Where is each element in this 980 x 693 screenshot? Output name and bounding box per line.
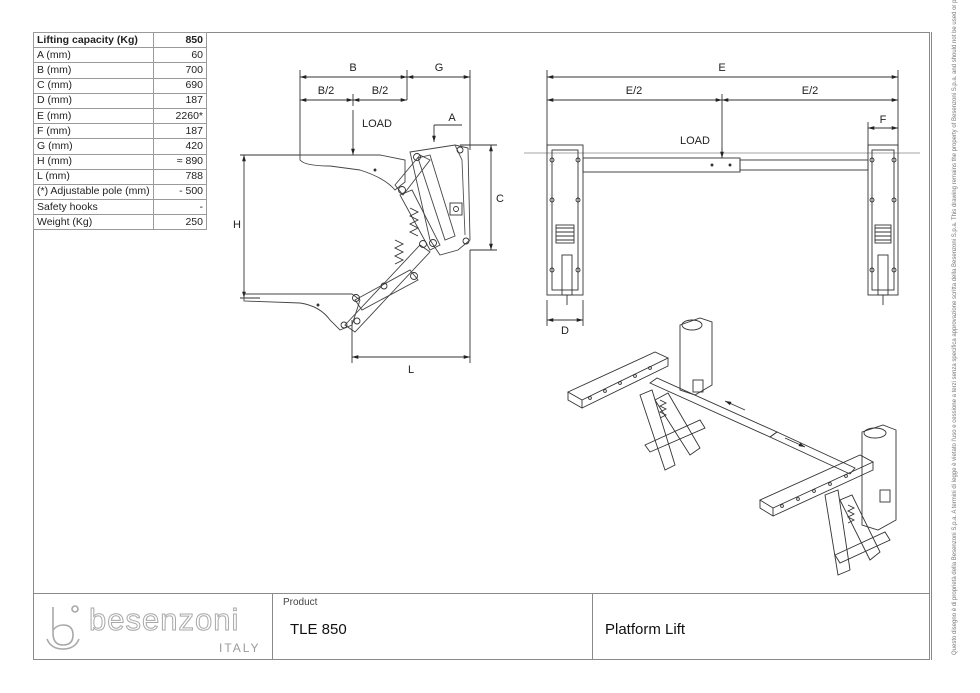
spec-row: (*) Adjustable pole (mm)- 500 <box>33 183 208 201</box>
dim-b: B <box>349 62 356 74</box>
spec-label: H (mm) <box>33 153 154 170</box>
dim-g: G <box>435 62 444 74</box>
side-view <box>240 70 497 363</box>
product-description: Platform Lift <box>605 621 686 638</box>
spec-row: G (mm)420 <box>33 138 208 155</box>
spec-value: 250 <box>152 214 208 231</box>
load-label-front: LOAD <box>680 135 710 147</box>
technical-drawing: B B/2 B/2 G A LOAD C H L <box>233 62 920 576</box>
product-label: Product <box>283 597 318 608</box>
front-view-labels: E E/2 E/2 F LOAD D <box>561 62 887 337</box>
spec-row: F (mm)187 <box>33 123 208 140</box>
spec-row: B (mm)700 <box>33 62 208 79</box>
spec-row: H (mm)≈ 890 <box>33 153 208 170</box>
front-view <box>524 70 920 326</box>
drawing-frame <box>33 32 930 660</box>
dim-b-half-2: B/2 <box>372 85 389 97</box>
spec-row: D (mm)187 <box>33 92 208 109</box>
spec-value: 420 <box>152 138 208 155</box>
side-view-labels: B B/2 B/2 G A LOAD C H L <box>233 62 504 376</box>
dim-a: A <box>448 112 456 124</box>
dim-e-half-1: E/2 <box>626 85 643 97</box>
brand-logo: besenzoni <box>88 602 240 638</box>
dim-h: H <box>233 219 241 231</box>
product-name: TLE 850 <box>290 621 347 638</box>
spec-value: 187 <box>152 123 208 140</box>
spec-label: Weight (Kg) <box>33 214 154 231</box>
spec-row: L (mm)788 <box>33 168 208 185</box>
dim-f: F <box>880 114 887 126</box>
spec-label: (*) Adjustable pole (mm) <box>33 183 154 201</box>
spec-row: Safety hooks- <box>33 199 208 216</box>
spec-row: A (mm)60 <box>33 47 208 64</box>
dim-b-half-1: B/2 <box>318 85 335 97</box>
dim-e: E <box>718 62 725 74</box>
spec-value: 850 <box>152 31 208 49</box>
dim-l: L <box>408 364 414 376</box>
copyright-strip <box>931 32 948 660</box>
dim-e-half-2: E/2 <box>802 85 819 97</box>
spec-row: Weight (Kg)250 <box>33 214 208 231</box>
title-block-divider <box>272 594 273 660</box>
spec-value: 788 <box>152 168 208 185</box>
spec-value: ≈ 890 <box>152 153 208 170</box>
load-label-side: LOAD <box>362 118 392 130</box>
dim-c: C <box>496 193 504 205</box>
anchor-logo-icon <box>46 605 80 650</box>
isometric-view <box>567 317 897 576</box>
spec-label: F (mm) <box>33 123 154 140</box>
brand-logo-sub: ITALY <box>219 641 261 655</box>
title-block: besenzoni ITALY Product TLE 850 Platform… <box>33 593 930 660</box>
spec-label: B (mm) <box>33 62 154 79</box>
title-block-divider <box>592 594 593 660</box>
dim-d: D <box>561 325 569 337</box>
copyright-note: Questo disegno è di proprietà della Bese… <box>952 0 958 655</box>
